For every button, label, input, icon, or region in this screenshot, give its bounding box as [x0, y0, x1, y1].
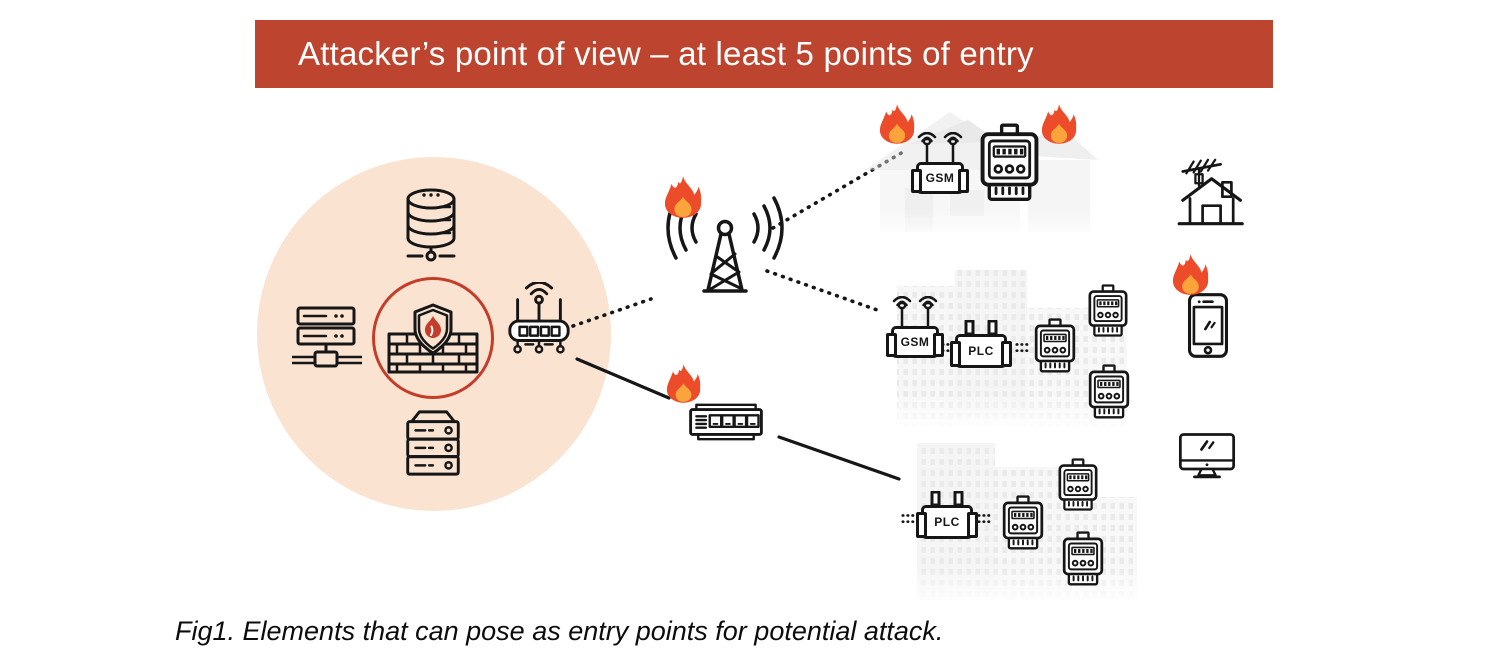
title-banner: Attacker’s point of view – at least 5 po… — [255, 20, 1273, 88]
dotted-link-left-plc — [901, 511, 917, 527]
firewall-shield-icon — [387, 303, 479, 374]
gsm-modem-icon: GSM — [886, 296, 944, 358]
gsm-modem-icon: GSM — [911, 132, 969, 194]
house-gsm-meter-group: GSM — [850, 98, 1105, 240]
fire-icon — [1041, 102, 1077, 146]
gsm-modem-box: GSM — [911, 162, 969, 194]
gsm-antennas — [917, 132, 963, 162]
building-plc-meters-group: PLC — [893, 435, 1145, 603]
dotted-link-plc-meter — [977, 511, 993, 527]
plc-stubs — [921, 491, 973, 505]
smart-meter-icon — [978, 123, 1041, 206]
gsm-antennas — [892, 296, 938, 326]
plc-stubs — [955, 320, 1007, 334]
fire-icon — [1172, 252, 1209, 297]
plc-modem-box: PLC — [950, 334, 1012, 368]
smart-meter-icon — [1033, 318, 1077, 376]
plc-modem-icon: PLC — [950, 320, 1012, 368]
fire-icon — [666, 362, 701, 405]
server-rack-icon — [406, 410, 460, 476]
plc-label: PLC — [934, 515, 960, 529]
network-switch-icon — [689, 403, 763, 441]
database-icon — [406, 188, 456, 262]
fire-icon — [664, 174, 702, 220]
plc-modem-icon: PLC — [916, 491, 978, 539]
smart-meter-icon — [1087, 364, 1131, 422]
desktop-monitor-icon — [1178, 433, 1236, 479]
gsm-label: GSM — [900, 335, 930, 349]
smart-meter-icon — [1001, 495, 1045, 553]
building-gsm-plc-meters-group: GSM PLC — [875, 268, 1145, 428]
dotted-link-plc-meter — [1015, 340, 1031, 356]
smart-meter-icon — [1086, 284, 1130, 340]
plc-modem-box: PLC — [916, 505, 978, 539]
smartphone-icon — [1187, 293, 1229, 358]
gsm-label: GSM — [925, 171, 955, 185]
house-antenna-icon — [1177, 158, 1244, 226]
banner-title: Attacker’s point of view – at least 5 po… — [298, 35, 1034, 72]
wifi-router-icon — [508, 282, 570, 354]
gsm-modem-box: GSM — [886, 326, 944, 358]
smart-meter-icon — [1061, 531, 1105, 589]
plc-label: PLC — [968, 344, 994, 358]
firewall-highlight-ring — [372, 277, 494, 399]
smart-meter-icon — [1056, 458, 1100, 514]
fire-icon — [879, 102, 915, 146]
solid-link-switch-building — [777, 435, 901, 481]
server-stack-icon — [292, 306, 362, 368]
figure-caption: Fig1. Elements that can pose as entry po… — [175, 616, 944, 646]
